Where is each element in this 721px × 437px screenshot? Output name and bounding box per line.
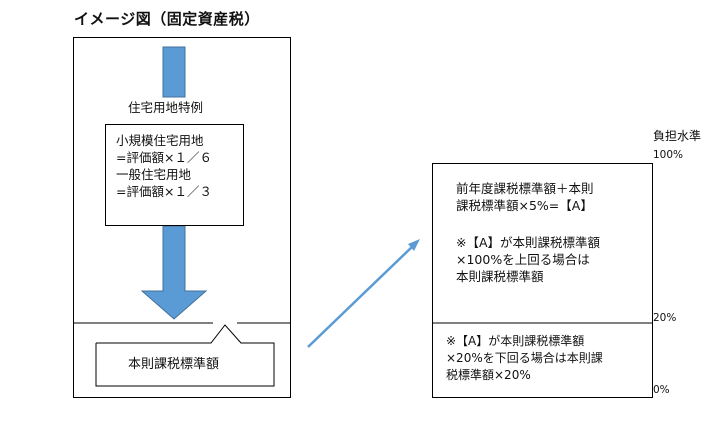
connector-line: [307, 244, 415, 348]
upper-line: 前年度課税標準額＋本則: [456, 181, 594, 196]
scale-heading: 負担水準: [653, 129, 702, 143]
tokurei-line: 一般住宅用地: [116, 167, 192, 182]
tokurei-line: 小規模住宅用地: [116, 133, 204, 148]
scale-tick-20: 20%: [653, 312, 677, 324]
scale-tick-0: 0%: [653, 384, 670, 396]
tokurei-line: =評価額×１／６: [116, 150, 212, 165]
callout-outline: [95, 324, 275, 387]
upper-arrow-shaft: [162, 46, 186, 98]
lower-line: ※【A】が本則課税標準額: [446, 334, 585, 348]
tokurei-label: 住宅用地特例: [128, 100, 204, 115]
scale-tick-100: 100%: [653, 149, 684, 161]
upper-text-block: 前年度課税標準額＋本則 課税標準額×5%=【A】 ※【A】が本則課税標準額 ×1…: [456, 180, 600, 285]
down-arrow: [140, 225, 208, 320]
upper-line: 課税標準額×5%=【A】: [456, 198, 593, 213]
upper-line: ×100%を上回る場合は: [456, 252, 590, 267]
diagram-title: イメージ図（固定資産税）: [74, 10, 260, 28]
lower-text-block: ※【A】が本則課税標準額 ×20%を下回る場合は本則課 税標準額×20%: [446, 333, 603, 384]
tokurei-line: =評価額×１／３: [116, 184, 212, 199]
lower-line: 税標準額×20%: [446, 368, 531, 382]
upper-line: 本則課税標準額: [456, 269, 544, 284]
upper-line: ※【A】が本則課税標準額: [456, 235, 601, 250]
connector-arrowhead: [408, 239, 420, 251]
tokurei-detail-box: 小規模住宅用地 =評価額×１／６ 一般住宅用地 =評価額×１／３: [105, 124, 244, 226]
upper-line-blank: [456, 214, 600, 234]
lower-line: ×20%を下回る場合は本則課: [446, 351, 603, 365]
base-amount-label: 本則課税標準額: [128, 357, 220, 372]
right-panel: [432, 163, 653, 398]
